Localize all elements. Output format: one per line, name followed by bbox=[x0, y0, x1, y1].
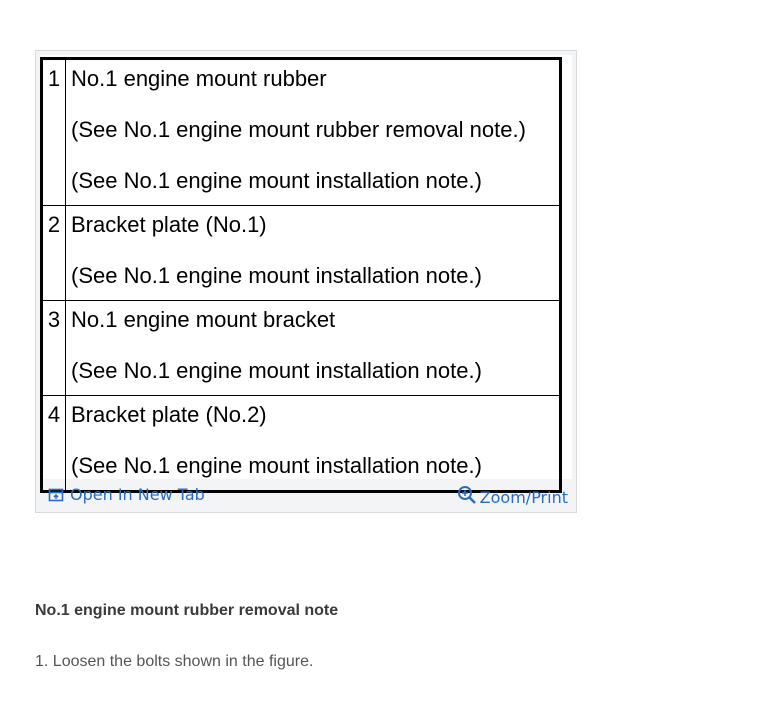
open-in-new-tab-label: Open In New Tab bbox=[70, 485, 205, 504]
part-description: No.1 engine mount bracket (See No.1 engi… bbox=[65, 300, 561, 396]
part-number: 1 bbox=[41, 58, 66, 206]
parts-figure: 1 No.1 engine mount rubber (See No.1 eng… bbox=[40, 55, 572, 493]
part-name: Bracket plate (No.1) bbox=[71, 212, 267, 237]
part-name: No.1 engine mount rubber bbox=[71, 66, 327, 91]
zoom-in-icon bbox=[457, 485, 476, 504]
zoom-print-label: Zoom/Print bbox=[479, 488, 568, 507]
part-number: 4 bbox=[41, 395, 66, 492]
part-number: 3 bbox=[41, 300, 66, 396]
part-description: Bracket plate (No.1) (See No.1 engine mo… bbox=[65, 205, 561, 301]
parts-table: 1 No.1 engine mount rubber (See No.1 eng… bbox=[40, 57, 562, 493]
part-note: (See No.1 engine mount installation note… bbox=[71, 453, 482, 478]
open-new-tab-icon bbox=[48, 488, 64, 501]
step-text: 1. Loosen the bolts shown in the figure. bbox=[35, 653, 314, 670]
open-in-new-tab-link[interactable]: Open In New Tab bbox=[48, 485, 205, 504]
figure-container: 1 No.1 engine mount rubber (See No.1 eng… bbox=[35, 50, 577, 513]
table-row: 2 Bracket plate (No.1) (See No.1 engine … bbox=[41, 205, 561, 301]
zoom-print-link[interactable]: Zoom/Print bbox=[457, 482, 568, 507]
table-row: 4 Bracket plate (No.2) (See No.1 engine … bbox=[41, 395, 561, 492]
table-row: 3 No.1 engine mount bracket (See No.1 en… bbox=[41, 300, 561, 396]
part-name: Bracket plate (No.2) bbox=[71, 402, 267, 427]
table-row: 1 No.1 engine mount rubber (See No.1 eng… bbox=[41, 58, 561, 206]
part-description: Bracket plate (No.2) (See No.1 engine mo… bbox=[65, 395, 561, 492]
section-heading: No.1 engine mount rubber removal note bbox=[35, 602, 339, 619]
part-note: (See No.1 engine mount installation note… bbox=[71, 168, 482, 193]
figure-toolbar: Open In New Tab Zoom/Print bbox=[36, 479, 576, 512]
part-description: No.1 engine mount rubber (See No.1 engin… bbox=[65, 58, 561, 206]
part-note: (See No.1 engine mount installation note… bbox=[71, 263, 482, 288]
part-note: (See No.1 engine mount installation note… bbox=[71, 358, 482, 383]
part-name: No.1 engine mount bracket bbox=[71, 307, 336, 332]
part-number: 2 bbox=[41, 205, 66, 301]
part-note: (See No.1 engine mount rubber removal no… bbox=[71, 117, 526, 142]
